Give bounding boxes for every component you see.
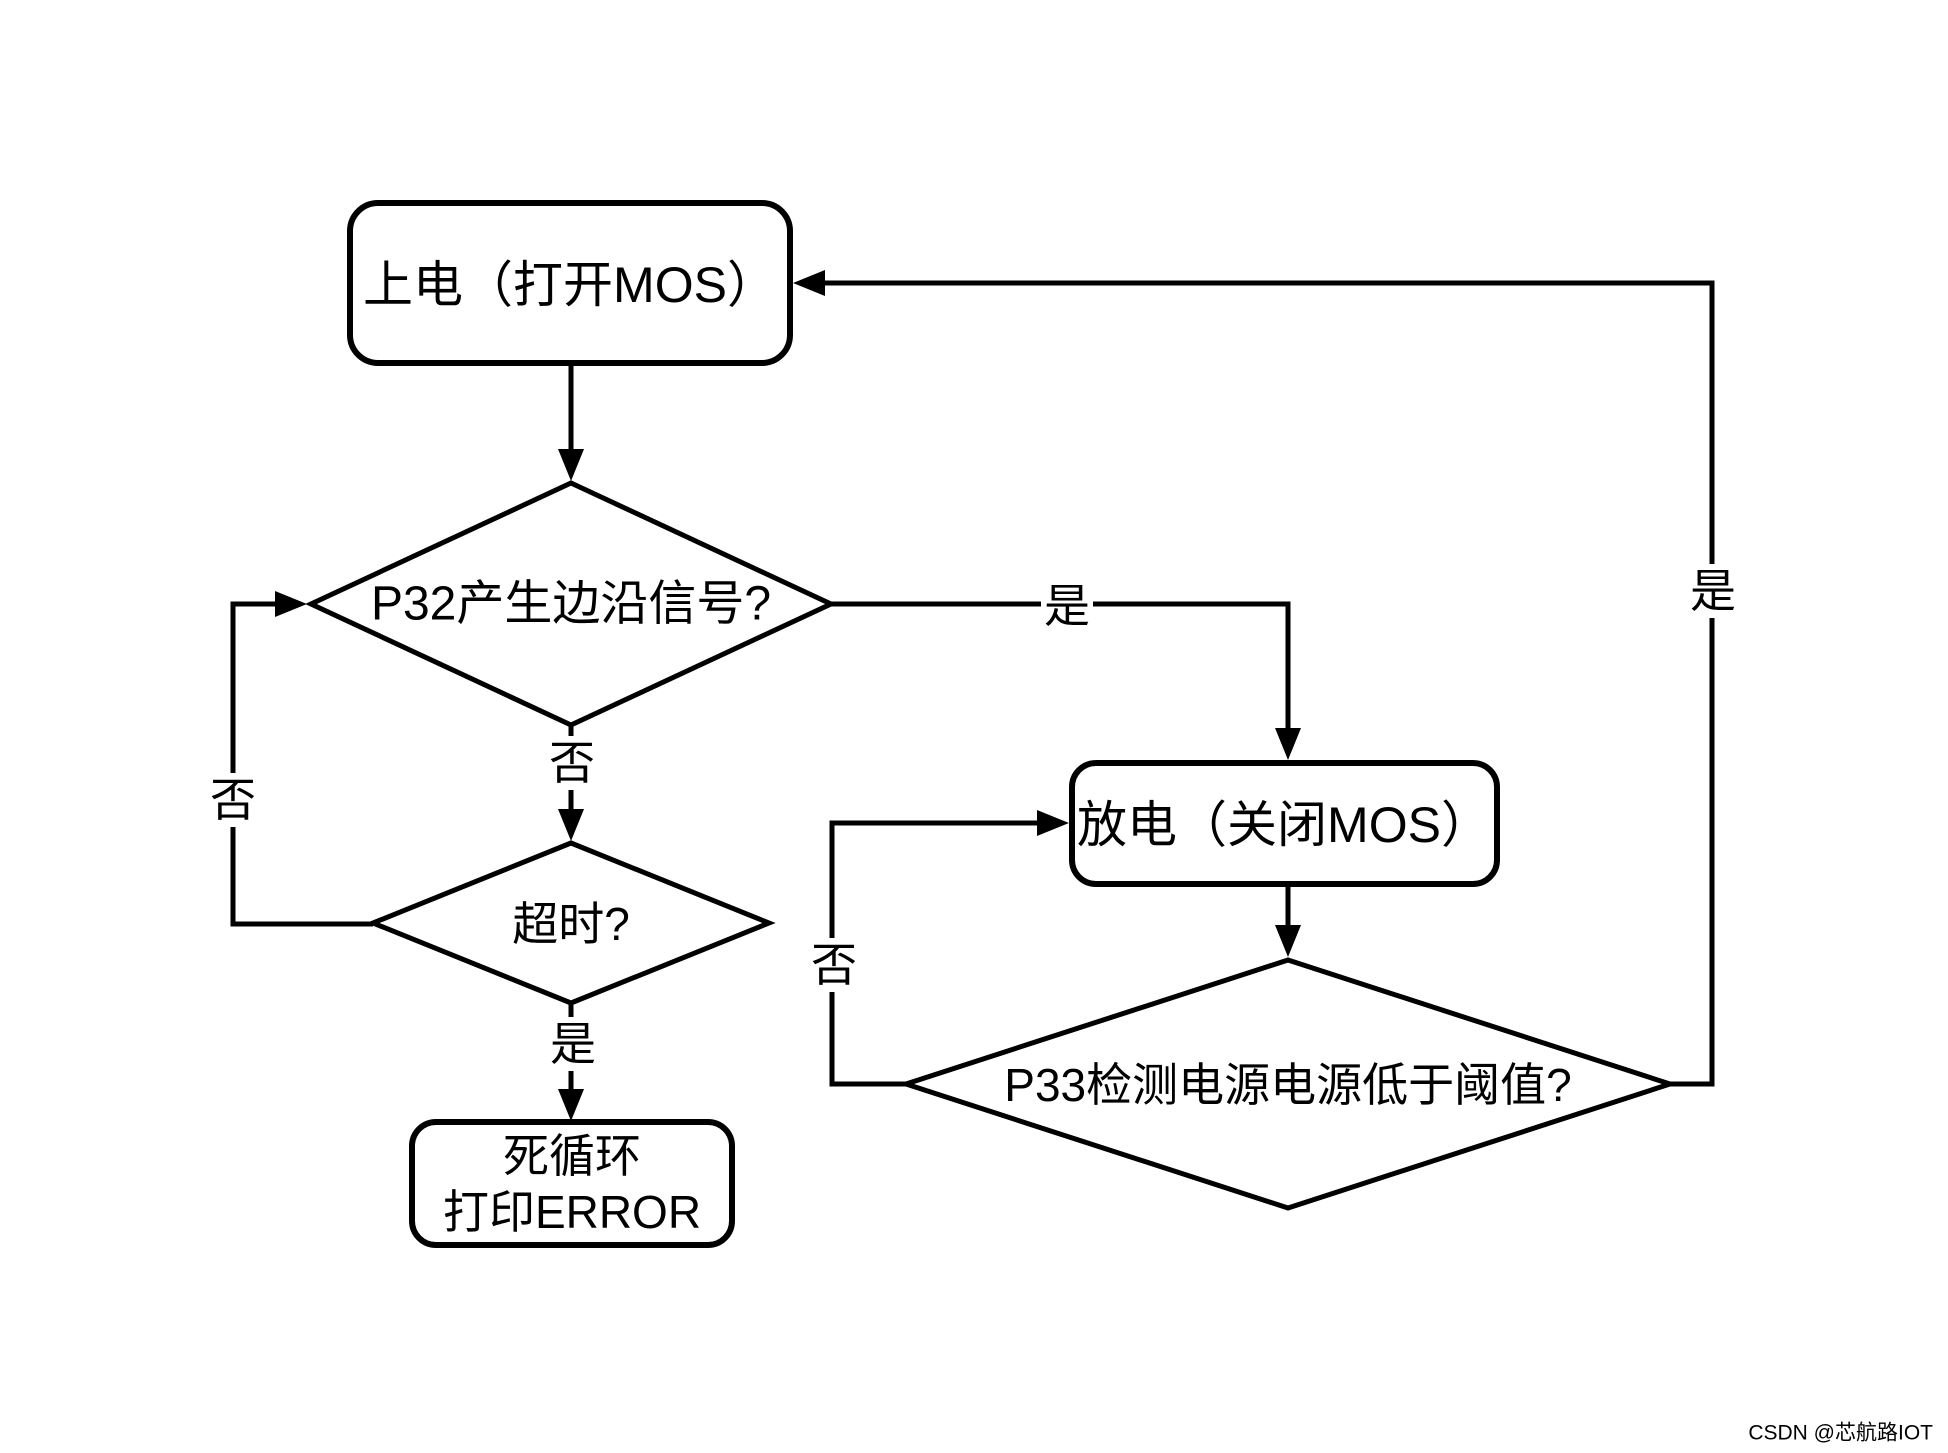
arrowhead-p33-to-discharge-loop bbox=[1037, 810, 1069, 836]
node-dead-loop: 死循环 打印ERROR bbox=[409, 1119, 735, 1248]
node-discharge-label: 放电（关闭MOS） bbox=[1077, 797, 1491, 853]
edge-label-voltage-no: 否 bbox=[808, 938, 860, 992]
node-power-on-label: 上电（打开MOS） bbox=[363, 257, 777, 313]
edge-label-voltage-no-bg bbox=[808, 938, 860, 992]
node-discharge: 放电（关闭MOS） bbox=[1069, 760, 1500, 887]
edge-label-timeout-yes-bg bbox=[547, 1017, 599, 1071]
node-edge-signal-shape bbox=[305, 480, 837, 728]
node-voltage-check: P33检测电源电源低于阈值? bbox=[897, 957, 1679, 1211]
arrowhead-poweron-to-p32 bbox=[558, 449, 584, 481]
arrowhead-timeout-to-deadloop bbox=[558, 1089, 584, 1121]
node-dead-loop-label-line2: 打印ERROR bbox=[443, 1186, 701, 1238]
node-voltage-check-label: P33检测电源电源低于阈值? bbox=[1004, 1059, 1571, 1111]
edge-label-voltage-yes-text: 是 bbox=[1690, 565, 1736, 617]
node-dead-loop-shape bbox=[409, 1119, 735, 1248]
arrowhead-discharge-to-p33 bbox=[1275, 925, 1301, 957]
node-discharge-shape bbox=[1069, 760, 1500, 887]
node-timeout: 超时? bbox=[366, 840, 776, 1006]
node-edge-signal-label: P32产生边沿信号? bbox=[371, 578, 771, 631]
arrowhead-timeout-to-p32-loop bbox=[275, 591, 307, 617]
edge-label-voltage-yes: 是 bbox=[1687, 564, 1739, 618]
edge-label-p32-yes: 是 bbox=[1041, 579, 1093, 633]
edge-label-voltage-no-text: 否 bbox=[811, 939, 857, 991]
edge-label-timeout-no: 否 bbox=[207, 773, 259, 827]
node-timeout-shape bbox=[366, 840, 776, 1006]
edge-label-p32-no: 否 bbox=[546, 736, 598, 790]
edge-label-p32-no-text: 否 bbox=[549, 737, 595, 789]
edge-label-p32-yes-text: 是 bbox=[1044, 580, 1090, 632]
node-timeout-label: 超时? bbox=[512, 898, 630, 950]
arrowhead-p32-to-timeout bbox=[558, 809, 584, 841]
edge-timeout-to-p32-loop bbox=[230, 601, 373, 927]
edge-label-timeout-no-bg bbox=[207, 773, 259, 827]
node-power-on-shape bbox=[347, 200, 793, 366]
arrowhead-p33-to-poweron-loop bbox=[793, 270, 825, 296]
edge-label-voltage-yes-bg bbox=[1687, 564, 1739, 618]
node-edge-signal: P32产生边沿信号? bbox=[305, 480, 837, 728]
arrowhead-p32-to-discharge bbox=[1275, 728, 1301, 760]
edge-label-timeout-yes-text: 是 bbox=[550, 1018, 596, 1070]
edge-p33-to-poweron-loop bbox=[822, 280, 1715, 1087]
edge-label-p32-yes-bg bbox=[1041, 579, 1093, 633]
node-dead-loop-label-line1: 死循环 bbox=[503, 1130, 641, 1182]
edge-label-timeout-no-text: 否 bbox=[210, 774, 256, 826]
node-power-on: 上电（打开MOS） bbox=[347, 200, 793, 366]
edge-p32-to-discharge bbox=[831, 601, 1291, 731]
edge-label-timeout-yes: 是 bbox=[547, 1017, 599, 1071]
node-voltage-check-shape bbox=[897, 957, 1679, 1211]
edge-p33-to-discharge-loop bbox=[829, 820, 1040, 1087]
watermark-text: CSDN @芯航路IOT bbox=[1748, 1422, 1933, 1445]
edge-label-p32-no-bg bbox=[546, 736, 598, 790]
